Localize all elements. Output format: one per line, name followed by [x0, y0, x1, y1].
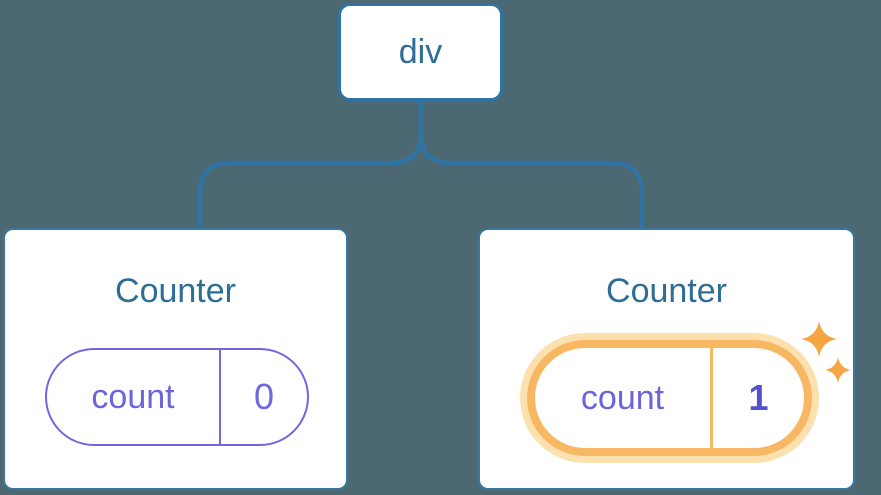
counter-right-title: Counter	[606, 272, 727, 310]
state-pill-left: count 0	[45, 348, 309, 446]
counter-node-left: Counter count 0	[3, 228, 348, 490]
pill-divider	[219, 350, 221, 444]
state-value: 0	[253, 376, 275, 417]
counter-node-right: Counter count 1	[478, 228, 855, 490]
state-key-label: count	[91, 377, 175, 416]
connector-right-branch	[418, 100, 645, 230]
counter-left-title: Counter	[115, 272, 236, 310]
pill-divider	[710, 348, 713, 448]
connector-left-branch	[197, 100, 424, 230]
state-pill-right-highlighted: count 1	[527, 340, 812, 456]
state-key-label: count	[580, 378, 665, 417]
sparkle-icon	[801, 321, 851, 383]
root-node-div: div	[338, 3, 503, 101]
state-value: 1	[748, 377, 769, 418]
root-node-label: div	[398, 32, 443, 71]
